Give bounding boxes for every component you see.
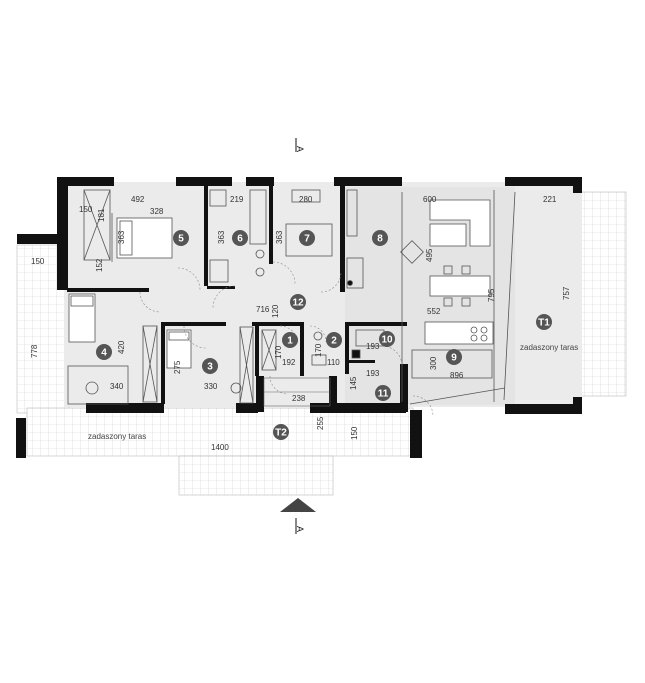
dim-795: 795	[487, 288, 496, 302]
bed-room-4	[67, 293, 158, 405]
dim-600: 600	[423, 195, 437, 204]
dim-150-b: 150	[350, 426, 359, 440]
dim-145: 145	[349, 376, 358, 390]
interior-walls	[67, 186, 407, 404]
dim-255: 255	[316, 416, 325, 430]
dim-1400: 1400	[211, 443, 229, 452]
dim-778: 778	[30, 344, 39, 358]
dim-170-b: 170	[314, 343, 323, 357]
dim-495: 495	[425, 248, 434, 262]
dim-896: 896	[450, 371, 464, 380]
room-5-badge	[173, 230, 189, 246]
dim-363-b: 363	[217, 230, 226, 244]
room-2-number: 2	[331, 336, 337, 347]
room-6-badge	[232, 230, 248, 246]
dim-716: 716	[256, 305, 270, 314]
room-3-badge	[202, 358, 218, 374]
room-4-number: 4	[101, 348, 107, 359]
bathroom-6-fixtures	[209, 189, 267, 283]
dim-328: 328	[150, 207, 164, 216]
bed-room-5	[83, 189, 173, 262]
section-mark-top: A	[295, 146, 305, 152]
room-3-number: 3	[207, 362, 213, 373]
door-swings	[139, 261, 434, 417]
bed-room-3	[166, 326, 254, 404]
dim-193-b: 193	[366, 369, 380, 378]
section-mark-bottom: A	[295, 526, 305, 532]
dim-363-a: 363	[117, 230, 126, 244]
dim-330: 330	[204, 382, 218, 391]
dim-238: 238	[292, 394, 306, 403]
dim-275: 275	[173, 360, 182, 374]
dim-150: 150	[79, 205, 93, 214]
room-2-badge	[326, 332, 342, 348]
terrace-bottom-steps	[178, 455, 334, 496]
dim-150-c: 150	[31, 257, 45, 266]
section-arrow-bottom	[280, 498, 316, 512]
room-8-badge	[372, 230, 388, 246]
room-t1-number: T1	[538, 318, 550, 329]
dim-492: 492	[131, 195, 145, 204]
room-7-badge	[299, 230, 315, 246]
room-1-number: 1	[287, 336, 293, 347]
room-8-fixtures	[346, 189, 364, 289]
exterior-walls	[16, 177, 582, 458]
dim-300: 300	[429, 356, 438, 370]
room-9-number: 9	[451, 353, 457, 364]
room-9-badge	[446, 349, 462, 365]
room-t1-badge	[536, 314, 552, 330]
dim-221: 221	[543, 195, 557, 204]
living-furniture	[400, 190, 516, 405]
room-11-number: 11	[378, 389, 389, 400]
room-7-number: 7	[304, 234, 310, 245]
dimension-labels: 492 150 181 328 152 363 219 363 280 363 …	[30, 195, 571, 452]
dim-152: 152	[95, 258, 104, 272]
room-12-number: 12	[292, 298, 304, 309]
room-t2-number: T2	[275, 428, 287, 439]
dim-181: 181	[97, 208, 106, 222]
room-7-fixtures	[285, 189, 333, 257]
dim-120: 120	[271, 304, 280, 318]
terrace-right-label: zadaszony taras	[520, 343, 578, 352]
terrace-bottom	[26, 407, 414, 457]
dim-340: 340	[110, 382, 124, 391]
room-1-badge	[282, 332, 298, 348]
dim-219: 219	[230, 195, 244, 204]
room-10-badge	[379, 331, 395, 347]
dim-420: 420	[117, 340, 126, 354]
wc-fixtures	[261, 329, 385, 371]
room-8-number: 8	[377, 234, 383, 245]
dim-280: 280	[299, 195, 313, 204]
dim-193-a: 193	[366, 342, 380, 351]
room-6-number: 6	[237, 234, 243, 245]
entrance-steps	[263, 377, 331, 407]
room-t2-badge	[273, 424, 289, 440]
dim-110: 110	[327, 358, 340, 367]
terrace-bottom-label: zadaszony taras	[88, 432, 146, 441]
room-5-number: 5	[178, 234, 184, 245]
room-10-number: 10	[381, 335, 393, 346]
dim-192: 192	[282, 358, 296, 367]
dim-170-a: 170	[274, 345, 283, 359]
room-11-badge	[375, 385, 391, 401]
room-4-badge	[96, 344, 112, 360]
section-line	[280, 138, 316, 534]
dim-363-c: 363	[275, 230, 284, 244]
room-12-badge	[290, 294, 306, 310]
dim-552: 552	[427, 307, 441, 316]
dim-757: 757	[562, 286, 571, 300]
